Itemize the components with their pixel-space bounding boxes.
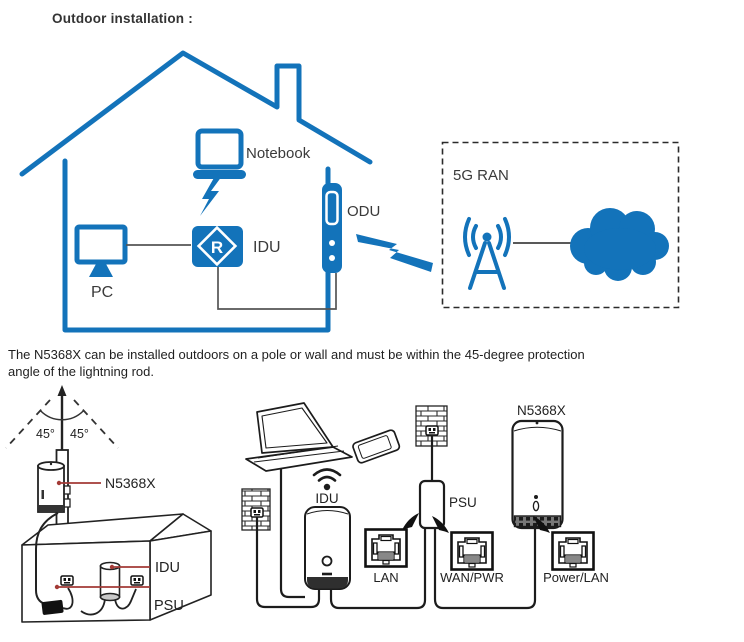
n5368x-pole-label: N5368X (105, 475, 156, 491)
house-3d (21, 513, 212, 623)
idu-icon: R (192, 225, 243, 267)
lan-label: LAN (373, 570, 398, 585)
rj45-wan-pwr-icon (450, 531, 494, 571)
idu-device-icon (304, 506, 351, 590)
wan-pwr-label: WAN/PWR (440, 570, 504, 585)
idu-cylinder-icon (99, 561, 121, 602)
psu-icon (418, 479, 446, 530)
cloud-icon (570, 208, 669, 281)
odu-icon (322, 183, 342, 273)
idu-callout (109, 564, 150, 570)
description-line-2: angle of the lightning rod. (8, 364, 154, 379)
idu-odu-cable (217, 267, 337, 310)
pole-psu-cable (35, 512, 59, 605)
interior-cables (62, 587, 137, 616)
psu-label: PSU (449, 495, 477, 510)
page-title: Outdoor installation : (52, 11, 193, 26)
notebook-label: Notebook (246, 145, 311, 162)
laptop-icon (245, 402, 353, 472)
outlet-icon (60, 575, 74, 586)
outlet-icon (250, 507, 264, 518)
n5368x-callout (56, 480, 101, 486)
ran-label: 5G RAN (453, 167, 509, 184)
odu-label: ODU (347, 203, 380, 220)
wifi-icon (312, 468, 342, 491)
n5368x-tower-icon (511, 419, 564, 530)
pole-mount-diagram: 45° 45° N5368X (5, 385, 212, 623)
lightning-bolt-icon (200, 176, 222, 216)
idu-label: IDU (253, 239, 281, 256)
idu-house-label: IDU (155, 560, 180, 576)
description-text: The N5368X can be installed outdoors on … (8, 346, 648, 380)
rj45-lan-icon (364, 528, 408, 568)
house-outline (19, 50, 373, 333)
description-line-1: The N5368X can be installed outdoors on … (8, 347, 585, 362)
n5368x-tower-label: N5368X (517, 403, 566, 418)
indoor-wiring-diagram: IDU LAN (241, 402, 609, 610)
lightning-rod-icon (57, 385, 67, 452)
idu-letter: R (211, 238, 223, 257)
pc-icon (74, 224, 128, 277)
power-lan-label: Power/LAN (543, 570, 609, 585)
notebook-icon (193, 128, 246, 179)
psu-callout (54, 584, 150, 590)
antenna-icon (463, 217, 511, 290)
bottom-cables (329, 528, 537, 610)
protection-cone (5, 399, 119, 449)
phone-icon (352, 429, 401, 464)
idu-wifi-label: IDU (315, 491, 338, 506)
idu-cables (255, 468, 321, 609)
lan-flag-icon (402, 513, 419, 530)
pc-label: PC (91, 284, 113, 301)
angle-right-label: 45° (70, 427, 89, 441)
angle-left-label: 45° (36, 427, 55, 441)
wireless-link-icon (356, 234, 433, 272)
psu-house-label: PSU (154, 598, 184, 614)
rj45-power-lan-icon (551, 531, 595, 571)
outlet-icon (130, 575, 144, 586)
top-installation-diagram: PC R IDU Notebook (19, 50, 680, 333)
outlet-icon (425, 425, 439, 436)
psu-brick-icon (41, 599, 64, 615)
n5368x-outdoor-icon (37, 461, 65, 513)
